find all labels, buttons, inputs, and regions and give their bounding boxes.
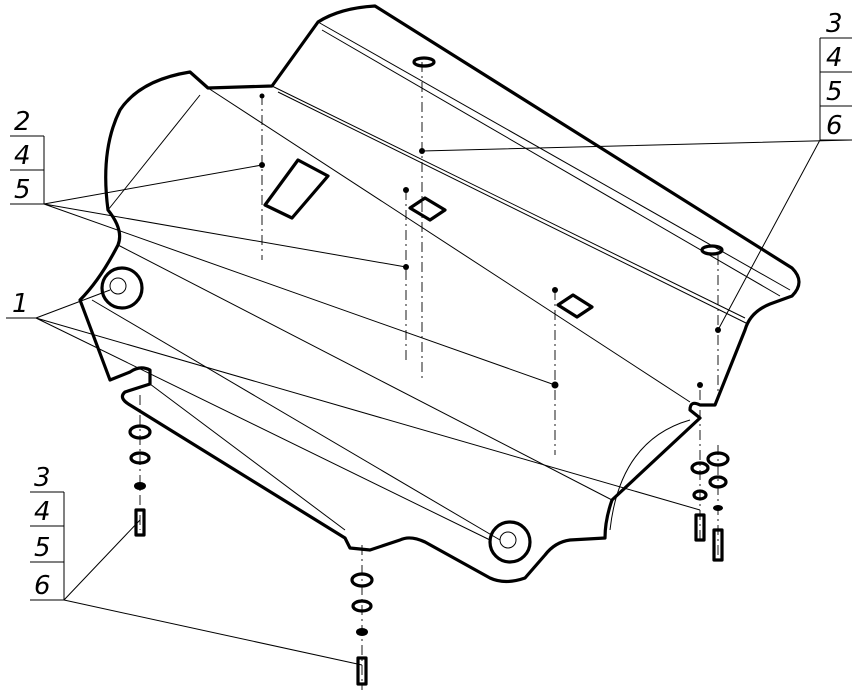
callout-label: 4 xyxy=(826,43,843,73)
fold-line xyxy=(107,94,201,211)
fold-line xyxy=(609,419,691,531)
oval-slot xyxy=(700,244,724,256)
fold-line xyxy=(277,91,749,325)
fastener-stack-left xyxy=(128,424,152,537)
callout-label: 6 xyxy=(826,111,843,141)
rectangular-cutout xyxy=(263,158,330,220)
fastener-stack-right xyxy=(690,451,730,562)
callout-left-upper: 2 4 5 xyxy=(10,107,556,386)
fold-line xyxy=(117,244,613,501)
callout-label: 5 xyxy=(34,533,51,563)
square-cutout xyxy=(556,293,594,319)
fold-line xyxy=(321,29,781,297)
callout-label: 2 xyxy=(14,107,31,137)
mounting-holes xyxy=(259,93,721,389)
fold-line xyxy=(271,85,746,319)
callout-label: 3 xyxy=(34,463,51,493)
callout-part-1: 1 xyxy=(6,289,701,541)
oval-slot xyxy=(412,56,436,68)
fold-line xyxy=(317,21,791,291)
callout-bottom-left: 3 4 5 6 xyxy=(30,463,363,666)
skid-plate-outline xyxy=(78,4,801,584)
square-cutout xyxy=(408,196,447,222)
callout-label: 3 xyxy=(826,9,843,39)
callout-label: 5 xyxy=(14,175,31,205)
rubber-mount xyxy=(488,520,532,564)
fastener-axes xyxy=(139,62,719,690)
callout-label: 1 xyxy=(12,289,29,319)
fastener-stack-bottom xyxy=(350,572,374,686)
fold-line xyxy=(91,299,501,541)
callout-label: 4 xyxy=(34,497,51,527)
callout-label: 4 xyxy=(14,141,31,171)
fold-line xyxy=(207,87,691,403)
rubber-mount xyxy=(100,266,144,310)
fold-line xyxy=(149,383,346,531)
callout-top-right: 3 4 5 6 xyxy=(421,9,853,331)
callout-label: 6 xyxy=(34,571,51,601)
callout-label: 5 xyxy=(826,77,843,107)
